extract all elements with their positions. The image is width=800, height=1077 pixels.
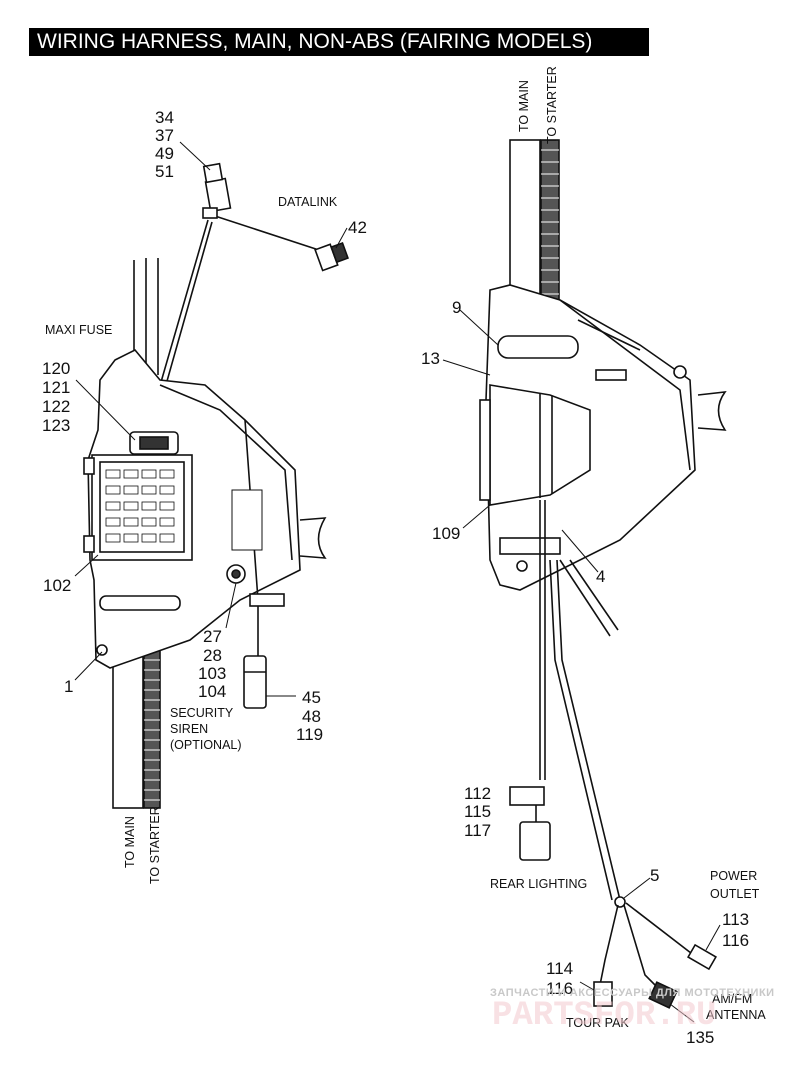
- label-amfm-1: AM/FM: [712, 992, 752, 1006]
- callout-34: 34: [155, 108, 174, 127]
- power-outlet-connector: [687, 943, 717, 971]
- tour-pak-connector: [593, 981, 613, 1007]
- callout-116-tourpak: 116: [546, 979, 573, 998]
- label-tour-pak: TOUR PAK: [566, 1016, 629, 1030]
- callout-119: 119: [296, 725, 323, 744]
- clip-9: [497, 335, 579, 359]
- callout-28: 28: [203, 646, 222, 665]
- diagram-title: WIRING HARNESS, MAIN, NON-ABS (FAIRING M…: [29, 28, 649, 56]
- label-to-starter-right: TO STARTER: [545, 66, 559, 144]
- callout-123: 123: [42, 416, 70, 435]
- left-harness-assembly: [83, 162, 349, 809]
- callout-104: 104: [198, 682, 226, 701]
- label-to-main-left: TO MAIN: [123, 816, 137, 868]
- callout-4: 4: [596, 567, 605, 586]
- text-labels: DATALINK MAXI FUSE SECURITY SIREN (OPTIO…: [45, 66, 766, 1030]
- callout-117: 117: [464, 821, 491, 840]
- left-fuse-bracket: [87, 349, 301, 669]
- callout-51: 51: [155, 162, 174, 181]
- callout-37: 37: [155, 126, 174, 145]
- callout-112: 112: [464, 784, 491, 803]
- datalink-connector: [314, 242, 349, 272]
- label-to-main-right: TO MAIN: [517, 80, 531, 132]
- callout-121: 121: [42, 378, 70, 397]
- callout-116-outlet: 116: [722, 931, 749, 950]
- watermark-line1: ЗАПЧАСТИ И АКСЕССУАРЫ ДЛЯ МОТОТЕХНИКИ: [490, 987, 775, 999]
- label-to-starter-left: TO STARTER: [148, 806, 162, 884]
- callout-42: 42: [348, 218, 367, 237]
- callout-45: 45: [302, 688, 321, 707]
- label-datalink: DATALINK: [278, 195, 338, 209]
- label-security-siren-2: SIREN: [170, 722, 208, 736]
- callout-102: 102: [43, 576, 71, 595]
- connector-34: [204, 177, 232, 213]
- callout-122: 122: [42, 397, 70, 416]
- label-maxi-fuse: MAXI FUSE: [45, 323, 112, 337]
- callout-114: 114: [546, 959, 573, 978]
- leader-lines: [74, 141, 721, 1023]
- callout-labels: 34 37 49 51 42 120 121 122 123 102 1 27 …: [42, 108, 749, 1047]
- security-siren-connector: [243, 655, 267, 709]
- watermark: ЗАПЧАСТИ И АКСЕССУАРЫ ДЛЯ МОТОТЕХНИКИ PA…: [490, 987, 775, 1035]
- callout-9: 9: [452, 298, 461, 317]
- label-rear-lighting: REAR LIGHTING: [490, 877, 587, 891]
- label-security-siren-3: (OPTIONAL): [170, 738, 242, 752]
- callout-135: 135: [686, 1028, 714, 1047]
- callout-109: 109: [432, 524, 460, 543]
- amfm-antenna-connector: [648, 981, 678, 1009]
- label-power-outlet-2: OUTLET: [710, 887, 760, 901]
- watermark-line2: PARTSFOR.RU: [492, 997, 716, 1035]
- callout-115: 115: [464, 802, 491, 821]
- callout-27: 27: [203, 627, 222, 646]
- callout-48: 48: [302, 707, 321, 726]
- right-harness-assembly: [479, 139, 727, 1009]
- callout-49: 49: [155, 144, 174, 163]
- callout-103: 103: [198, 664, 226, 683]
- callout-5: 5: [650, 866, 659, 885]
- callout-120: 120: [42, 359, 70, 378]
- left-starter-conduit: [143, 639, 161, 809]
- label-security-siren-1: SECURITY: [170, 706, 234, 720]
- callout-113: 113: [722, 910, 749, 929]
- rear-lighting-connector: [519, 821, 551, 861]
- label-power-outlet-1: POWER: [710, 869, 757, 883]
- callout-13: 13: [421, 349, 440, 368]
- label-amfm-2: ANTENNA: [706, 1008, 766, 1022]
- callout-1: 1: [64, 677, 73, 696]
- branch-clip-5: [614, 896, 626, 908]
